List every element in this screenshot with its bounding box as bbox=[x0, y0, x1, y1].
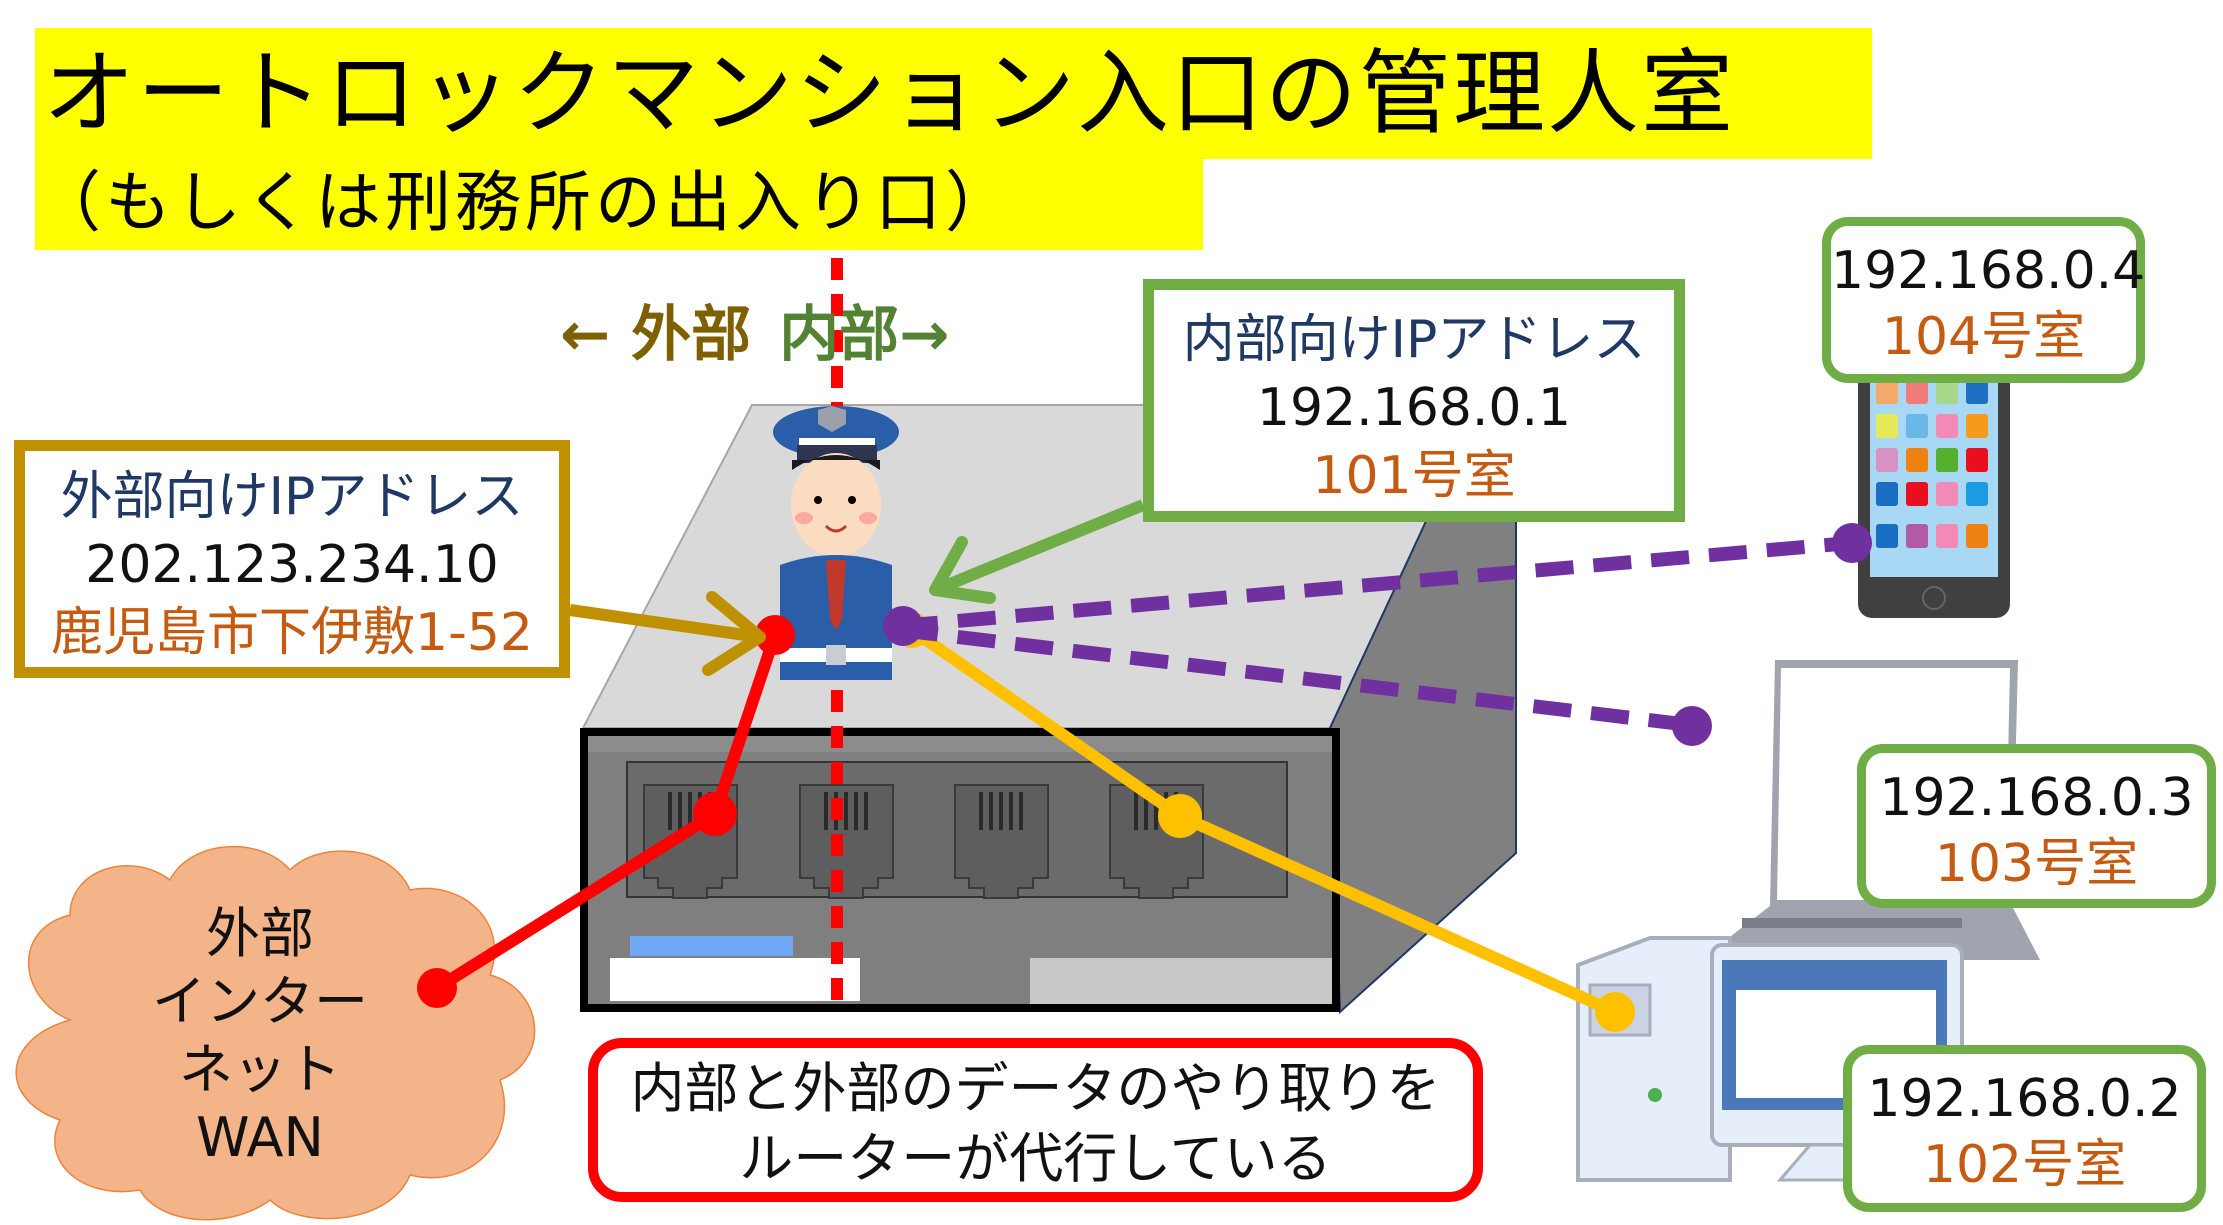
cap-badge bbox=[818, 406, 846, 432]
lan-box-arrow bbox=[929, 499, 1146, 604]
lan-analogy: 101号室 bbox=[1312, 446, 1516, 506]
device-box-smartphone: 192.168.0.4 104号室 bbox=[1822, 217, 2145, 383]
smartphone-icon bbox=[1858, 362, 2010, 618]
app-icons bbox=[1876, 380, 1988, 548]
cloud-line: WAN bbox=[196, 1106, 324, 1169]
wan-connection-line bbox=[417, 615, 795, 1008]
lan-heading: 内部向けIPアドレス bbox=[1182, 310, 1646, 370]
device-box-desktop: 192.168.0.2 102号室 bbox=[1843, 1045, 2206, 1212]
ethernet-port-3 bbox=[954, 784, 1049, 899]
side-labels: ← 外部内部→ bbox=[560, 290, 949, 380]
wan-ip: 202.123.234.10 bbox=[85, 535, 499, 595]
device-room: 102号室 bbox=[1922, 1135, 2127, 1195]
note-line-1: 内部と外部のデータのやり取りを bbox=[630, 1057, 1441, 1120]
guard-icon bbox=[773, 406, 899, 680]
lan-address-box: 内部向けIPアドレス 192.168.0.1 101号室 bbox=[1143, 279, 1685, 522]
internet-cloud bbox=[15, 845, 536, 1221]
wan-address-box: 外部向けIPアドレス 202.123.234.10 鹿児島市下伊敷1-52 bbox=[14, 440, 570, 678]
outside-label: ← 外部 bbox=[560, 300, 752, 370]
note-line-2: ルーターが代行している bbox=[739, 1127, 1332, 1190]
wireless-connection-line-laptop bbox=[899, 623, 1712, 746]
lan-ip: 192.168.0.1 bbox=[1256, 378, 1572, 438]
router-label-gray bbox=[1030, 958, 1332, 1004]
keyboard bbox=[1742, 918, 1962, 928]
device-box-laptop: 192.168.0.3 103号室 bbox=[1857, 744, 2216, 908]
cloud-line: ネット bbox=[179, 1038, 341, 1101]
lan-connection-node bbox=[883, 606, 923, 646]
ethernet-port-2 bbox=[799, 784, 894, 899]
inside-label: 内部→ bbox=[779, 300, 950, 370]
internet-cloud-label: 外部 インター ネット WAN bbox=[120, 900, 400, 1172]
cloud-line: 外部 bbox=[206, 902, 314, 965]
wan-port-label bbox=[630, 936, 793, 956]
power-led bbox=[1648, 1088, 1662, 1102]
wireless-connection-line-phone bbox=[899, 523, 1872, 633]
device-room: 103号室 bbox=[1934, 834, 2139, 894]
device-ip: 192.168.0.4 bbox=[1831, 241, 2146, 301]
cloud-line: インター bbox=[152, 970, 368, 1033]
ethernet-ports bbox=[643, 784, 1204, 899]
explanation-note: 内部と外部のデータのやり取りを ルーターが代行している bbox=[588, 1038, 1483, 1202]
wan-analogy: 鹿児島市下伊敷1-52 bbox=[50, 603, 534, 663]
device-ip: 192.168.0.2 bbox=[1867, 1069, 2182, 1129]
page-title: オートロックマンション入口の管理人室 bbox=[35, 28, 1872, 159]
home-button bbox=[1922, 586, 1946, 610]
device-ip: 192.168.0.3 bbox=[1879, 768, 2194, 828]
wan-heading: 外部向けIPアドレス bbox=[60, 467, 524, 527]
page-subtitle: （もしくは刑務所の出入り口） bbox=[35, 159, 1203, 250]
wan-box-arrow bbox=[569, 591, 766, 676]
device-room: 104号室 bbox=[1881, 307, 2086, 367]
router-label-white bbox=[610, 958, 860, 1001]
